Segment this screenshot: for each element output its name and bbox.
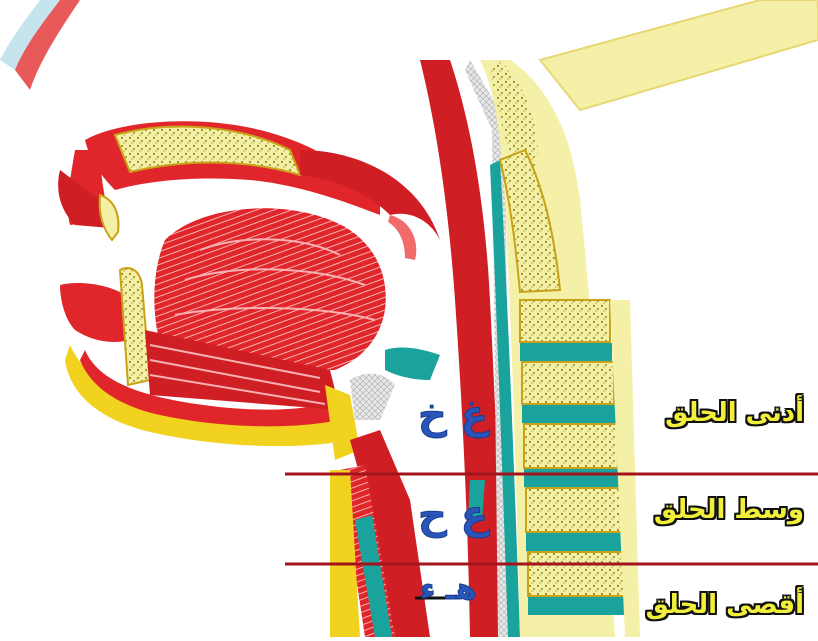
cervical-spine bbox=[480, 0, 818, 637]
zone-label-lower: أقصى الحلق bbox=[646, 590, 804, 620]
letters-upper: غ خ bbox=[418, 392, 488, 438]
zone-label-upper: أدنى الحلق bbox=[665, 398, 804, 428]
zone-label-middle: وسط الحلق bbox=[654, 495, 804, 525]
letters-middle: ع ح bbox=[418, 492, 488, 538]
letters-lower: هـ ء bbox=[420, 572, 477, 607]
